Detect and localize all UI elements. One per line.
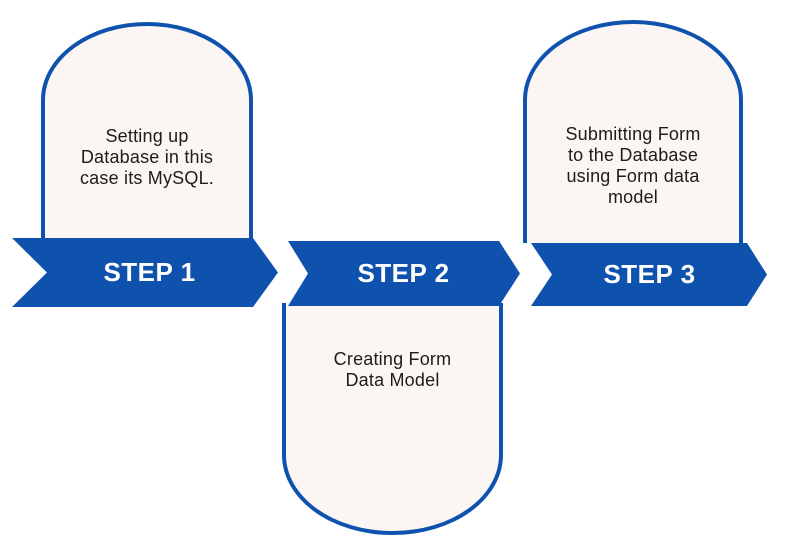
step-1-ribbon-shape <box>12 238 278 307</box>
step-2-card: Creating Form Data Model <box>282 303 503 535</box>
step-1-description: Setting up Database in this case its MyS… <box>79 126 215 188</box>
step-3-ribbon-shape <box>531 243 767 306</box>
step-3-arrow-polygon <box>531 243 767 306</box>
step-2-description: Creating Form Data Model <box>333 349 452 390</box>
step-3-card: Submitting Form to the Database using Fo… <box>523 20 743 243</box>
step-3-description: Submitting Form to the Database using Fo… <box>565 124 701 207</box>
step-1-card: Setting up Database in this case its MyS… <box>41 22 253 239</box>
step-2-label: STEP 2 <box>357 258 450 288</box>
step-2-ribbon-shape <box>288 241 520 306</box>
step-3-label: STEP 3 <box>603 259 696 289</box>
step-1-arrow-polygon <box>12 238 278 307</box>
step-2-arrow-polygon <box>288 241 520 306</box>
step-1-label: STEP 1 <box>103 257 196 287</box>
